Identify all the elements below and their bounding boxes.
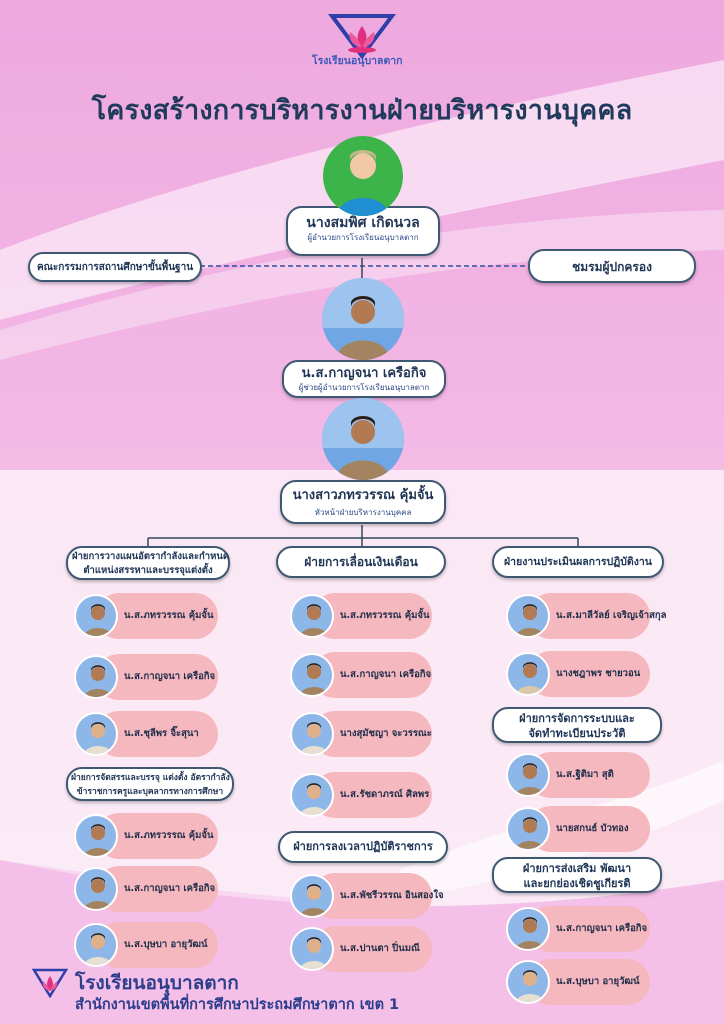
dept-records-line2: จัดทำทะเบียนประวัติ xyxy=(528,727,626,740)
member-card: น.ส.ภทรวรรณ คุ้มจั้น xyxy=(290,593,432,639)
school-logo: โรงเรียนอนุบาลตาก xyxy=(312,12,406,70)
deputy-name: น.ส.กาญจนา เครือกิจ xyxy=(301,366,427,381)
member-name: น.ส.ภทรวรรณ คุ้มจั้น xyxy=(340,610,430,621)
member-avatar xyxy=(506,960,550,1004)
head-photo xyxy=(322,398,404,480)
dept-records-header: ฝ่ายการจัดการระบบและ จัดทำทะเบียนประวัติ xyxy=(492,707,662,743)
member-name: น.ส.ชุลีพร จิ๊ะสุนา xyxy=(124,728,199,739)
member-avatar xyxy=(506,753,550,797)
member-avatar xyxy=(290,773,334,817)
deputy-card: น.ส.กาญจนา เครือกิจ ผู้ช่วยผู้อำนวยการโร… xyxy=(282,360,446,398)
dept-planning-line2: ตำแหน่งสรรหาและบรรจุแต่งตั้ง xyxy=(83,565,213,576)
member-name: น.ส.รัชดาภรณ์ ศิลพร xyxy=(340,789,430,800)
member-name: นางชฎาพร ชายวอน xyxy=(556,668,641,679)
member-name: น.ส.กาญจนา เครือกิจ xyxy=(556,923,648,934)
member-avatar xyxy=(74,867,118,911)
member-card: น.ส.บุษบา อายุวัฒน์ xyxy=(74,922,218,968)
member-avatar xyxy=(506,652,550,696)
member-name: น.ส.กาญจนา เครือกิจ xyxy=(124,883,216,894)
member-card: น.ส.มาลีวัลย์ เจริญเจ้าสกุล xyxy=(506,593,667,639)
deputy-position: ผู้ช่วยผู้อำนวยการโรงเรียนอนุบาลตาก xyxy=(298,383,430,392)
member-name: น.ส.ภทรวรรณ คุ้มจั้น xyxy=(124,830,214,841)
member-avatar xyxy=(74,923,118,967)
member-avatar xyxy=(74,712,118,756)
member-card: น.ส.พัชรีวรรณ อินสองใจ xyxy=(290,873,444,919)
head-position: หัวหน้าฝ่ายบริหารงานบุคคล xyxy=(314,508,412,517)
member-avatar xyxy=(506,807,550,851)
member-avatar xyxy=(74,814,118,858)
member-name: น.ส.ปานตา ปิ่นมณี xyxy=(340,943,420,954)
member-card: นางสุมัชญา จะวรรณะ xyxy=(290,711,432,757)
member-card: น.ส.ฐิติมา สุติ xyxy=(506,752,650,798)
dept-planning-header: ฝ่ายการวางแผนอัตรากำลังและกำหนด ตำแหน่งส… xyxy=(66,546,230,580)
member-avatar xyxy=(290,653,334,697)
member-avatar xyxy=(506,907,550,951)
member-card: น.ส.กาญจนา เครือกิจ xyxy=(290,652,432,698)
member-card: น.ส.รัชดาภรณ์ ศิลพร xyxy=(290,772,432,818)
member-avatar xyxy=(290,927,334,971)
dept-evaluation-header: ฝ่ายงานประเมินผลการปฏิบัติงาน xyxy=(492,546,664,578)
member-avatar xyxy=(290,874,334,918)
member-name: น.ส.บุษบา อายุวัฒน์ xyxy=(124,939,208,950)
member-name: น.ส.มาลีวัลย์ เจริญเจ้าสกุล xyxy=(556,610,667,621)
head-card: นางสาวภทรวรรณ คุ้มจั้น หัวหน้าฝ่ายบริหาร… xyxy=(280,480,446,524)
dept-allocation-line2: ข้าราชการครูและบุคลากรทางการศึกษา xyxy=(76,787,224,797)
member-name: นางสุมัชญา จะวรรณะ xyxy=(340,728,432,739)
page-title: โครงสร้างการบริหารงานฝ่ายบริหารงานบุคคล xyxy=(91,95,633,126)
dept-allocation-header: ฝ่ายการจัดสรรและบรรจุ แต่งตั้ง อัตรากำลั… xyxy=(66,767,234,801)
member-card: นางชฎาพร ชายวอน xyxy=(506,651,650,697)
lotus-logo-icon xyxy=(31,968,69,999)
director-name: นางสมพิศ เกิดนวล xyxy=(306,215,420,231)
member-name: น.ส.กาญจนา เครือกิจ xyxy=(340,669,432,680)
basic-education-board: คณะกรรมการสถานศึกษาขั้นพื้นฐาน xyxy=(28,252,202,282)
member-avatar xyxy=(290,712,334,756)
member-card: น.ส.ภทรวรรณ คุ้มจั้น xyxy=(74,593,218,639)
member-name: น.ส.บุษบา อายุวัฒน์ xyxy=(556,976,640,987)
logo-school-name: โรงเรียนอนุบาลตาก xyxy=(312,55,403,67)
dept-honor-header: ฝ่ายการส่งเสริม พัฒนา และยกย่องเชิดชูเกี… xyxy=(492,857,662,893)
member-avatar xyxy=(506,594,550,638)
dept-records-line1: ฝ่ายการจัดการระบบและ xyxy=(519,712,635,725)
member-name: น.ส.กาญจนา เครือกิจ xyxy=(124,671,216,682)
lotus-logo-icon xyxy=(328,14,396,60)
dept-planning-line1: ฝ่ายการวางแผนอัตรากำลังและกำหนด xyxy=(72,551,230,562)
footer-logo xyxy=(30,966,70,1006)
head-name: นางสาวภทรวรรณ คุ้มจั้น xyxy=(292,488,434,503)
member-card: น.ส.ปานตา ปิ่นมณี xyxy=(290,926,432,972)
member-card: น.ส.ชุลีพร จิ๊ะสุนา xyxy=(74,711,218,757)
deputy-photo xyxy=(322,278,404,360)
member-name: น.ส.พัชรีวรรณ อินสองใจ xyxy=(340,890,444,901)
dept-allocation-line1: ฝ่ายการจัดสรรและบรรจุ แต่งตั้ง อัตรากำลั… xyxy=(71,773,230,783)
dept-attendance-header: ฝ่ายการลงเวลาปฏิบัติราชการ xyxy=(278,831,448,863)
dept-honor-line1: ฝ่ายการส่งเสริม พัฒนา xyxy=(522,862,632,875)
dept-salary-header: ฝ่ายการเลื่อนเงินเดือน xyxy=(276,546,446,578)
director-position: ผู้อำนวยการโรงเรียนอนุบาลตาก xyxy=(307,233,419,242)
member-name: น.ส.ภทรวรรณ คุ้มจั้น xyxy=(124,610,214,621)
member-card: น.ส.ภทรวรรณ คุ้มจั้น xyxy=(74,813,218,859)
member-card: น.ส.กาญจนา เครือกิจ xyxy=(506,906,650,952)
member-card: นายสกนธ์ บัวทอง xyxy=(506,806,650,852)
dept-honor-line2: และยกย่องเชิดชูเกียรติ xyxy=(523,877,631,890)
footer-school-name: โรงเรียนอนุบาลตาก xyxy=(75,972,239,994)
parents-club: ชมรมผู้ปกครอง xyxy=(528,249,696,283)
member-name: นายสกนธ์ บัวทอง xyxy=(556,823,629,834)
member-name: น.ส.ฐิติมา สุติ xyxy=(556,769,614,780)
footer-office-name: สำนักงานเขตพื้นที่การศึกษาประถมศึกษาตาก … xyxy=(75,997,400,1013)
member-avatar xyxy=(74,655,118,699)
member-card: น.ส.บุษบา อายุวัฒน์ xyxy=(506,959,650,1005)
director-photo xyxy=(323,136,403,216)
member-avatar xyxy=(290,594,334,638)
member-card: น.ส.กาญจนา เครือกิจ xyxy=(74,866,218,912)
member-avatar xyxy=(74,594,118,638)
member-card: น.ส.กาญจนา เครือกิจ xyxy=(74,654,218,700)
